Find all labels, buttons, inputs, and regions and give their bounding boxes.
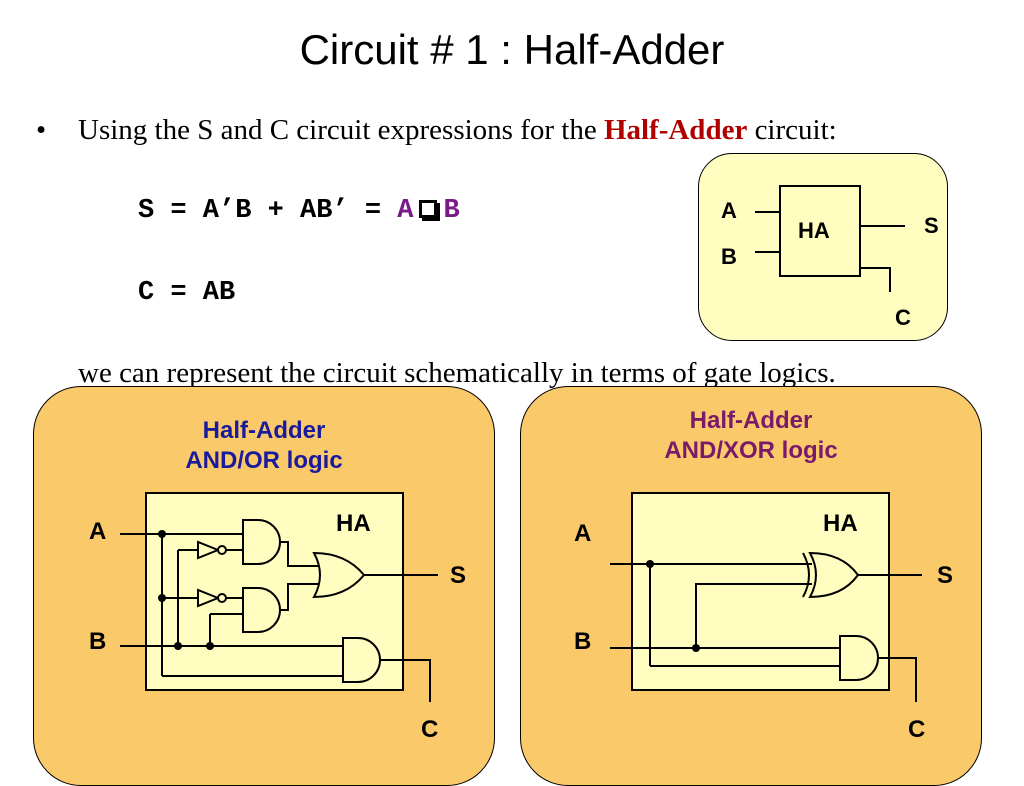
ha-block-label-ha: HA [798,218,830,243]
bullet-marker: • [36,114,47,146]
bullet-text-before: Using the S and C circuit expressions fo… [78,114,604,146]
and-or-title-line1: Half-Adder [202,417,326,444]
ha-block-label-b: B [721,244,737,269]
slide-title: Circuit # 1 : Half-Adder [299,26,725,73]
half-adder-highlight: Half-Adder [603,114,748,146]
ha-block-label-s: S [924,213,939,238]
and-xor-label-b: B [574,628,592,655]
and-xor-label-a: A [574,520,592,547]
sum-equation-a: A [397,196,414,226]
and-or-label-s: S [450,562,467,589]
and-xor-label-s: S [937,562,954,589]
ha-block-box [779,185,861,277]
represent-text: we can represent the circuit schematical… [78,357,836,389]
and-xor-circuit [610,492,922,702]
ha-block-label-c: C [895,305,911,330]
bullet-line: • Using the S and C circuit expressions f… [36,114,837,147]
and-xor-title-line2: AND/XOR logic [664,437,838,464]
bullet-text-after: circuit: [747,114,837,146]
and-or-title-line2: AND/OR logic [185,447,343,474]
and-xor-label-c: C [908,716,926,743]
and-xor-title: Half-Adder AND/XOR logic [520,406,982,466]
carry-equation: C = AB [138,278,236,308]
circuit-drawings [120,185,922,702]
and-or-label-ha: HA [336,510,371,537]
and-xor-label-ha: HA [823,510,858,537]
sum-equation-prefix: S = A’B + AB’ = [138,196,398,226]
and-xor-junction-dots [646,560,700,652]
and-or-label-b: B [89,628,107,655]
and-or-junction-dots [158,530,214,650]
and-or-circuit [120,492,438,702]
xor-symbol-icon [419,200,438,218]
ha-block-label-a: A [721,198,737,223]
ha-block-diagram [755,185,905,292]
and-or-title: Half-Adder AND/OR logic [33,416,495,476]
and-or-label-c: C [421,716,439,743]
sum-equation-b: B [443,196,460,226]
and-or-label-a: A [89,518,107,545]
and-xor-title-line1: Half-Adder [689,407,813,434]
